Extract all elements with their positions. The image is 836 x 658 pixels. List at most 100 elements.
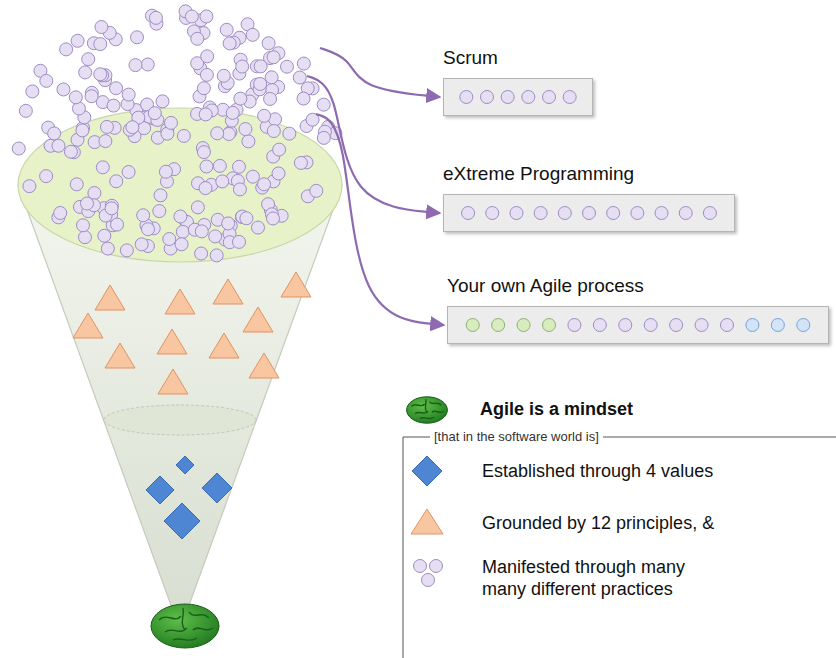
practice-dot <box>679 207 692 220</box>
practice-dot <box>210 249 223 262</box>
practice-dot <box>317 98 330 111</box>
brain-icon <box>151 604 219 648</box>
practice-dot <box>148 107 161 120</box>
legend-entry: Agile is a mindset <box>480 398 820 420</box>
practice-dot <box>721 319 734 332</box>
practice-dot <box>517 319 530 332</box>
practice-dot <box>176 225 189 238</box>
practice-dot <box>254 77 267 90</box>
practice-dot <box>174 210 187 223</box>
practice-dot <box>85 90 98 103</box>
practice-dot <box>317 131 330 144</box>
practice-set: Scrum <box>443 46 593 116</box>
practice-dot <box>771 319 784 332</box>
practice-dot <box>197 82 210 95</box>
legend-entry: Grounded by 12 principles, & <box>482 512 822 534</box>
legend-entry: Manifested through many many different p… <box>482 556 727 600</box>
selection-arrow <box>320 48 440 97</box>
practice-dot <box>12 142 25 155</box>
practice-set: eXtreme Programming <box>443 162 735 232</box>
principle-triangles <box>73 272 311 394</box>
practice-dot <box>583 207 596 220</box>
practice-dot <box>156 95 169 108</box>
practice-dot <box>211 127 224 140</box>
practice-dot <box>272 167 285 180</box>
principle-triangle <box>105 343 135 368</box>
practice-dot <box>129 59 142 72</box>
practice-dot <box>223 37 236 50</box>
practice-dot <box>213 159 226 172</box>
practice-dot <box>209 230 222 243</box>
practice-dot <box>107 99 120 112</box>
legend-entry: Established through 4 values <box>482 460 822 482</box>
principle-triangle <box>243 307 273 332</box>
selection-arrow <box>307 76 440 213</box>
practice-dot <box>40 74 53 87</box>
practice-dots <box>12 5 342 262</box>
practice-dot <box>310 184 323 197</box>
practice-dot <box>19 104 32 117</box>
practice-dot <box>262 37 275 50</box>
practice-dot <box>105 202 118 215</box>
legend-dots <box>430 560 443 573</box>
practice-dot <box>563 91 576 104</box>
practice-dot <box>246 28 259 41</box>
practice-dot <box>462 207 475 220</box>
practice-dot <box>233 235 246 248</box>
practice-dot <box>177 129 190 142</box>
practice-dot <box>135 238 148 251</box>
practice-dot <box>593 319 606 332</box>
practice-dot <box>137 209 150 222</box>
principle-triangle <box>158 369 188 394</box>
practice-dot <box>568 319 581 332</box>
practice-dot <box>96 161 109 174</box>
principle-triangle <box>157 329 187 354</box>
practice-dot <box>199 182 212 195</box>
practice-dot <box>159 165 172 178</box>
process-title: eXtreme Programming <box>443 162 735 186</box>
practice-dot <box>40 170 53 183</box>
practice-dot <box>220 23 233 36</box>
value-diamond <box>164 503 200 539</box>
practice-box <box>443 78 593 116</box>
practice-dot <box>233 160 246 173</box>
value-diamond <box>202 473 232 503</box>
practice-dot <box>175 238 188 251</box>
practice-dot <box>644 319 657 332</box>
practice-dot <box>239 123 252 136</box>
practice-dot <box>670 319 683 332</box>
practice-dot <box>122 166 135 179</box>
practice-dot <box>195 225 208 238</box>
legend-triangle <box>411 509 443 534</box>
practice-dot <box>234 92 247 105</box>
practice-dot <box>222 127 235 140</box>
funnel <box>18 108 342 630</box>
practice-dot <box>254 60 267 73</box>
practice-dot <box>23 180 36 193</box>
legend-frame <box>403 437 836 658</box>
practice-dots <box>448 307 828 343</box>
practice-dot <box>76 219 89 232</box>
practice-dot <box>217 69 230 82</box>
practice-dot <box>273 143 286 156</box>
practice-dot <box>226 106 239 119</box>
practice-dot <box>94 38 107 51</box>
practice-dot <box>481 91 494 104</box>
practice-dot <box>258 178 271 191</box>
practice-dot <box>266 212 279 225</box>
practice-dot <box>70 178 83 191</box>
legend-dots <box>422 574 435 587</box>
practice-dot <box>236 60 249 73</box>
practice-dot <box>246 170 259 183</box>
practice-dot <box>185 10 198 23</box>
practice-dot <box>543 91 556 104</box>
practice-dot <box>631 207 644 220</box>
practice-dot <box>501 91 514 104</box>
practice-box <box>443 194 735 232</box>
practice-dot <box>163 233 176 246</box>
practice-dot <box>131 31 144 44</box>
legend-samples <box>407 397 448 587</box>
practice-dot <box>153 205 166 218</box>
practice-dots <box>444 195 734 231</box>
principle-triangle <box>249 353 279 378</box>
